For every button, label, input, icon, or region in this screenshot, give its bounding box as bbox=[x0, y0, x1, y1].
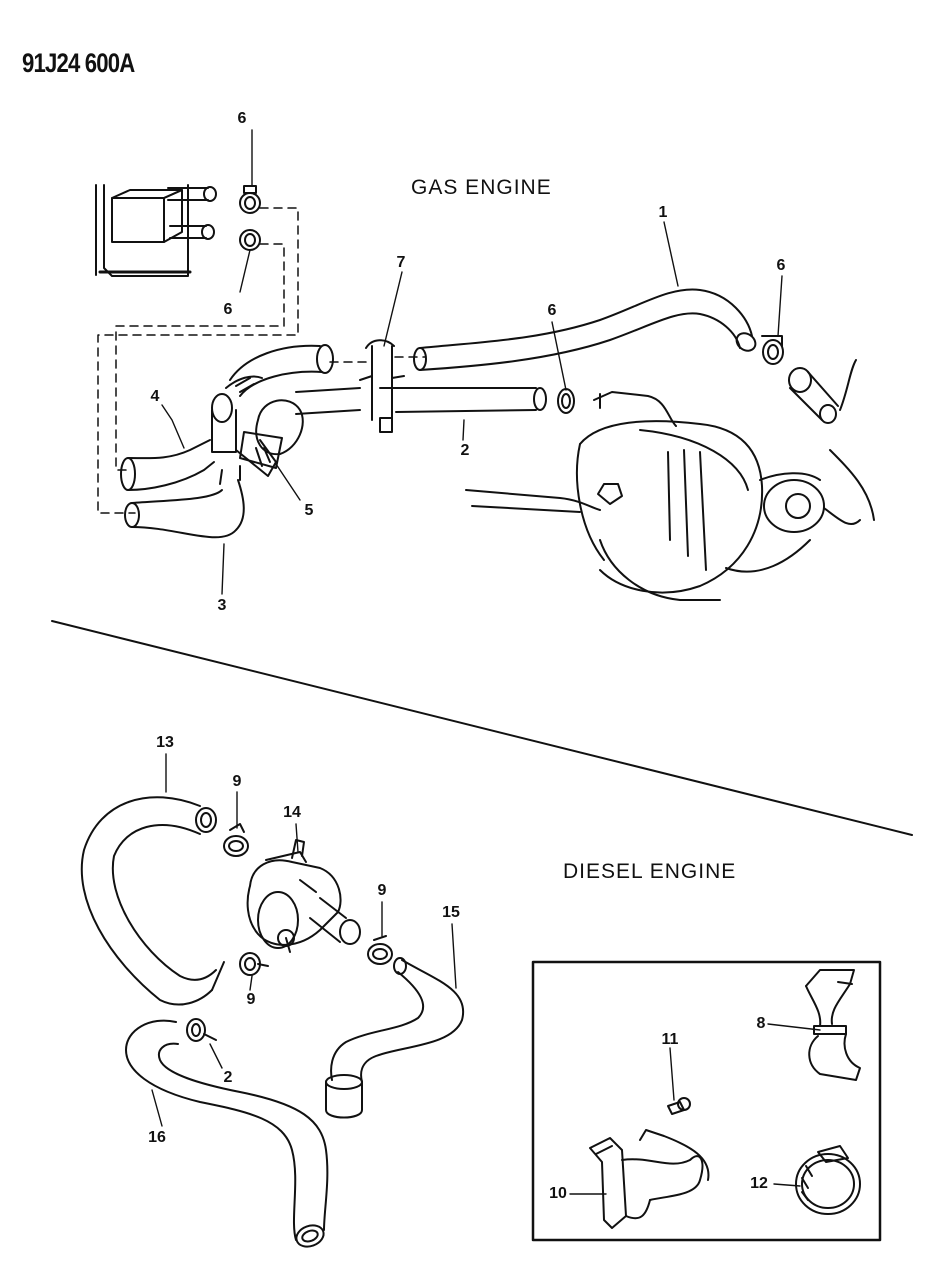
callout-8: 8 bbox=[756, 1015, 766, 1032]
section-divider bbox=[51, 620, 913, 836]
callout-9-bottom: 9 bbox=[246, 991, 256, 1008]
callout-1: 1 bbox=[658, 204, 668, 221]
engine-outline bbox=[465, 391, 875, 601]
hose-clamps-right bbox=[557, 335, 784, 414]
screw-11 bbox=[667, 1097, 691, 1115]
hardware-inset-box bbox=[531, 960, 882, 1242]
routing-dashed-lines bbox=[97, 207, 426, 514]
callout-7: 7 bbox=[396, 254, 406, 271]
leader-lines-diesel bbox=[151, 753, 821, 1195]
water-valve-14 bbox=[246, 839, 361, 953]
hose-clamps-heater bbox=[239, 185, 261, 251]
bracket-10 bbox=[589, 1129, 710, 1229]
callout-13: 13 bbox=[156, 734, 174, 751]
callout-6-outlet: 6 bbox=[776, 257, 786, 274]
hose-bracket-7 bbox=[359, 339, 405, 433]
outlet-tube bbox=[788, 359, 857, 424]
callout-2-diesel: 2 bbox=[223, 1069, 233, 1086]
water-valve-5 bbox=[211, 375, 304, 477]
heater-core-assembly bbox=[95, 184, 217, 277]
heater-hose-16 bbox=[125, 1019, 329, 1248]
heater-hose-3 bbox=[124, 465, 245, 539]
callout-15: 15 bbox=[442, 904, 460, 921]
callout-10: 10 bbox=[549, 1185, 567, 1202]
callout-6-mid: 6 bbox=[547, 302, 557, 319]
callout-12: 12 bbox=[750, 1175, 768, 1192]
hose-clamp-12 bbox=[795, 1145, 861, 1215]
hose-upper-connector bbox=[229, 344, 334, 397]
callout-16: 16 bbox=[148, 1129, 166, 1146]
callout-11: 11 bbox=[661, 1031, 679, 1048]
callout-3: 3 bbox=[217, 597, 227, 614]
hose-clip-8 bbox=[805, 969, 861, 1081]
heater-hose-15 bbox=[325, 957, 465, 1119]
leader-lines-gas bbox=[161, 129, 783, 595]
callout-4: 4 bbox=[150, 388, 160, 405]
callout-6-heater: 6 bbox=[223, 301, 233, 318]
heater-hose-1 bbox=[295, 288, 757, 415]
heater-hose-13 bbox=[80, 796, 225, 1006]
callout-9-right: 9 bbox=[377, 882, 387, 899]
callout-2: 2 bbox=[460, 442, 470, 459]
callout-6-top: 6 bbox=[237, 110, 247, 127]
diesel-engine-title: DIESEL ENGINE bbox=[563, 860, 737, 883]
hose-clamps-diesel bbox=[186, 823, 393, 1042]
callout-9-top: 9 bbox=[232, 773, 242, 790]
gas-engine-title: GAS ENGINE bbox=[411, 176, 552, 199]
callout-5: 5 bbox=[304, 502, 314, 519]
figure-code: 91J24 600A bbox=[22, 48, 135, 78]
callout-14: 14 bbox=[283, 804, 301, 821]
heater-hose-4 bbox=[120, 439, 215, 491]
